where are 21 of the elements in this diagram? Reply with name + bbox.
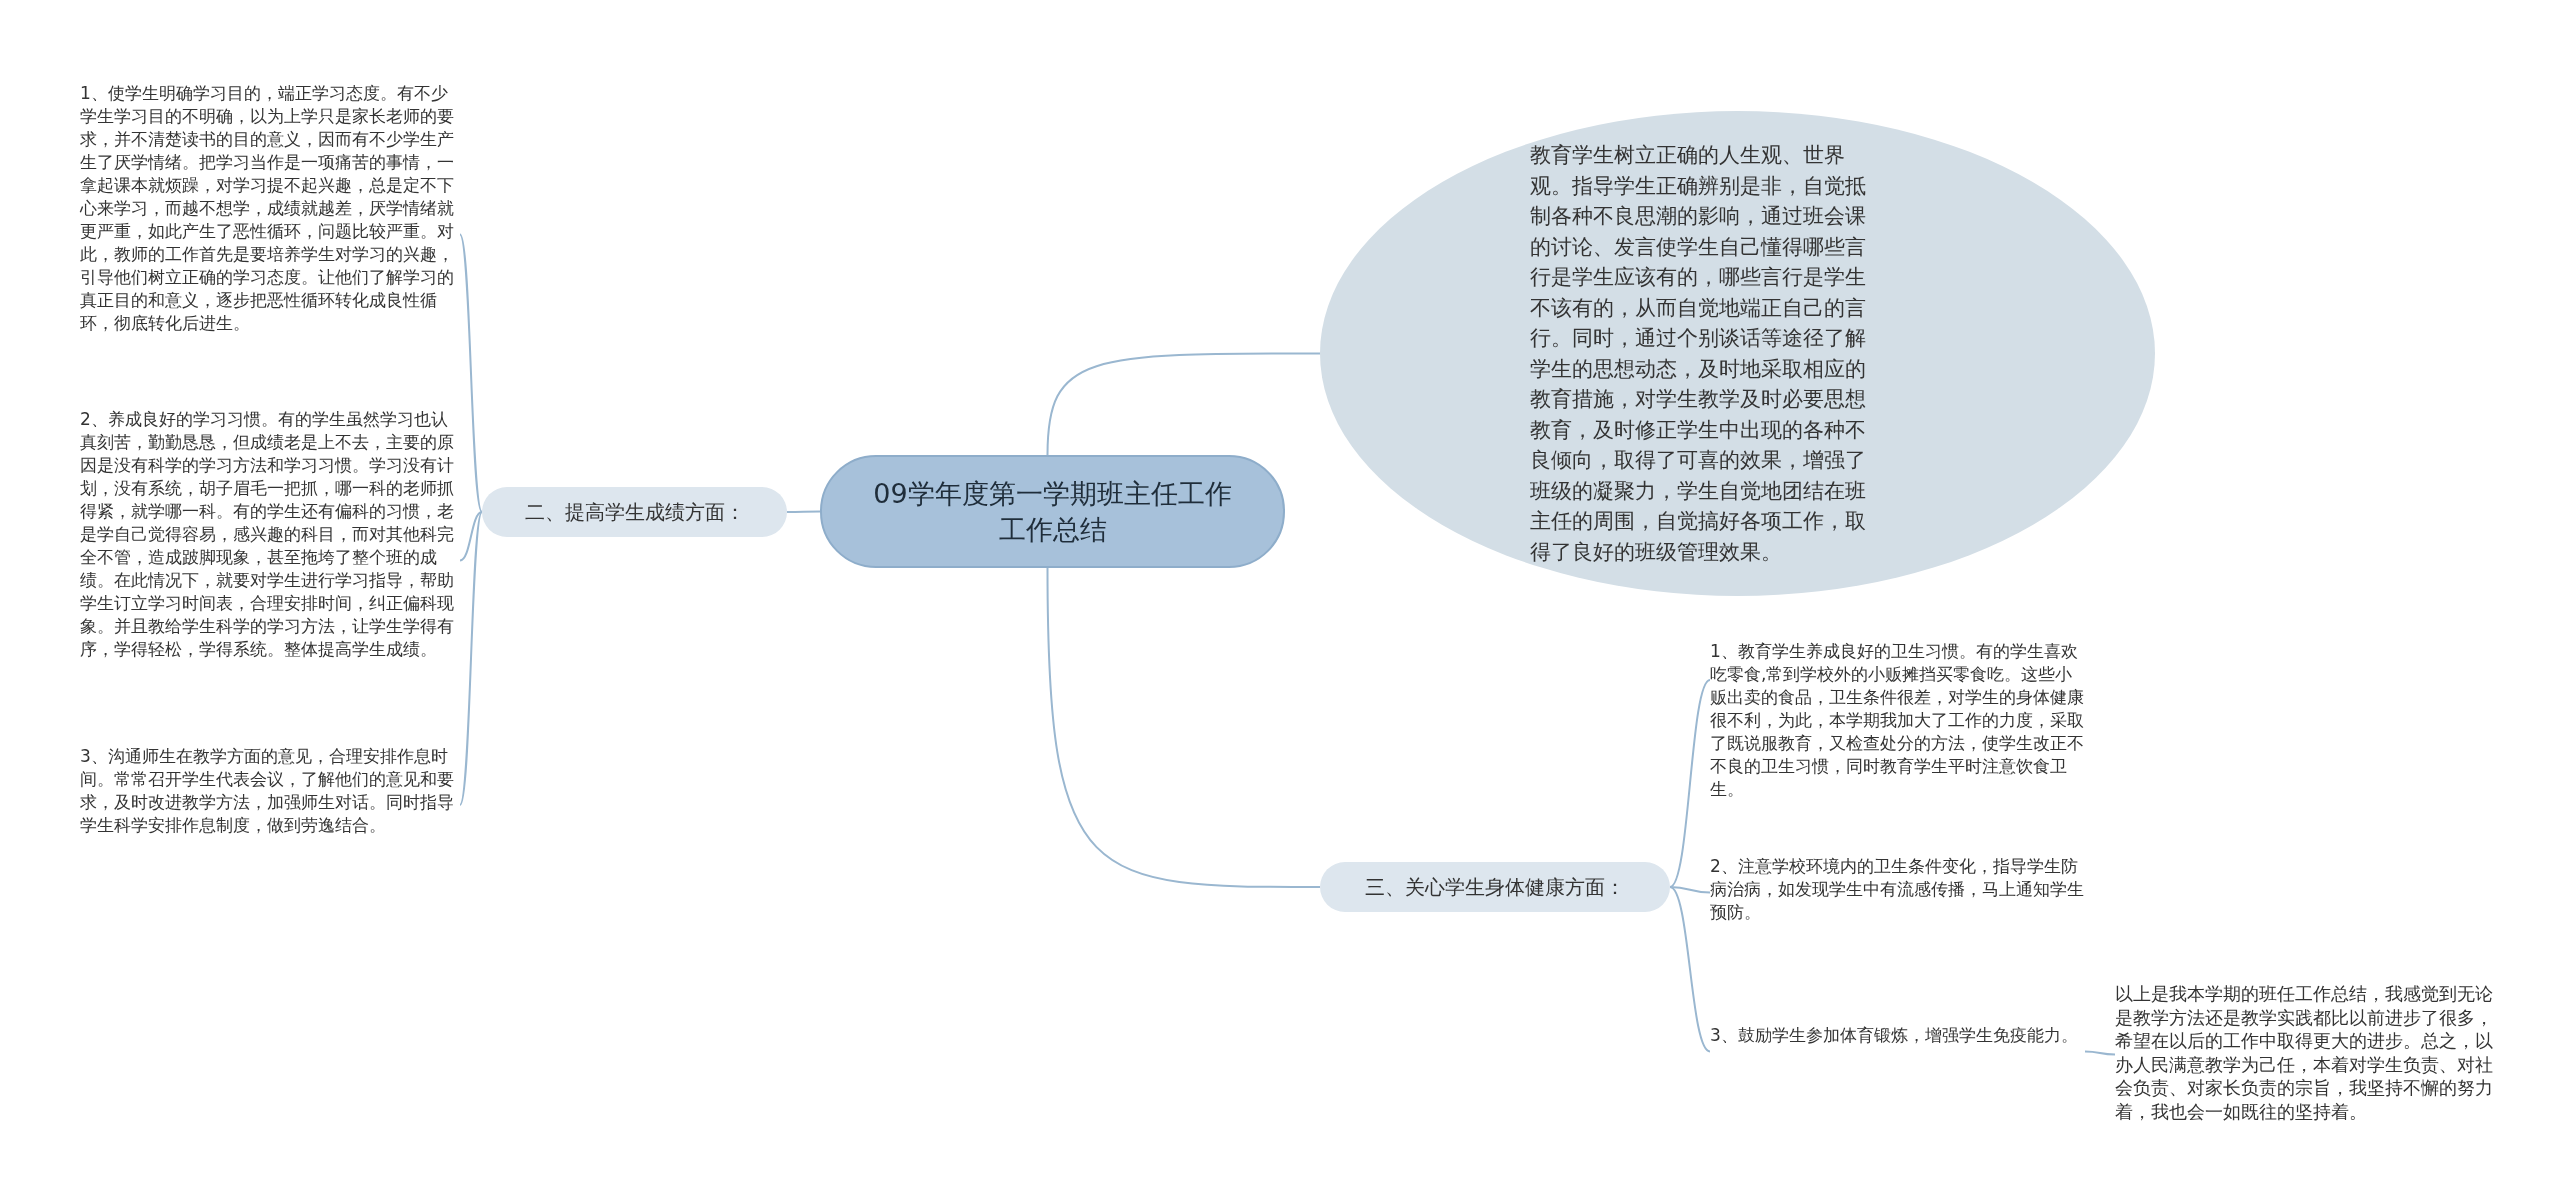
central-topic: 09学年度第一学期班主任工作工作总结 — [820, 455, 1285, 568]
detail-text: 以上是我本学期的班任工作总结，我感觉到无论是教学方法还是教学实践都比以前进步了很多，希望在以后的工作中取得更大的进步。总之，以办人民满意教学为己任，本着对学生负责、对社会负责、对家长负责的宗旨，我坚持不懈的努力着，我也会一如既往的坚持着。 — [2115, 982, 2500, 1127]
connector-line — [786, 510, 821, 513]
detail-text: 1、教育学生养成良好的卫生习惯。有的学生喜欢吃零食,常到学校外的小贩摊挡买零食吃。这些小贩出卖的食品，卫生条件很差，对学生的身体健康很不利，为此，本学期我加大了工作的力度，采取了既说服教育，又检查处分的方法，使学生改正不不良的卫生习惯，同时教育学生平时注意饮食卫生。 — [1710, 640, 2085, 810]
detail-text: 1、使学生明确学习目的，端正学习态度。有不少学生学习目的不明确，以为上学只是家长老师的要求，并不清楚读书的目的意义，因而有不少学生产生了厌学情绪。把学习当作是一项痛苦的事情，一拿起课本就烦躁，对学习提不起兴趣，总是定不下心来学习，而越不想学，成绩就越差，厌学情绪就更严重，如此产生了恶性循环，问题比较严重。对此，教师的工作首先是要培养学生对学习的兴趣，引导他们树立正确的学习态度。让他们了解学习的真正目的和意义，逐步把恶性循环转化成良性循环，彻底转化后进生。 — [80, 82, 460, 387]
topic-text: 教育学生树立正确的人生观、世界观。指导学生正确辨别是非，自觉抵制各种不良思潮的影响，通过班会课的讨论、发言使学生自己懂得哪些言行是学生应该有的，哪些言行是学生不该有的，从而自觉地端正自己的言行。同时，通过个别谈话等途径了解学生的思想动态，及时地采取相应的教育措施，对学生教学及时必要思想教育，及时修正学生中出现的各种不良倾向，取得了可喜的效果，增强了班级的凝聚力，学生自觉地团结在班主任的周围，自觉搞好各项工作，取得了良好的班级管理效果。 — [1530, 142, 1867, 566]
detail-text: 3、鼓励学生参加体育锻炼，增强学生免疫能力。 — [1710, 1024, 2085, 1079]
detail-text: 3、沟通师生在教学方面的意见，合理安排作息时间。常常召开学生代表会议，了解他们的意见和要求，及时改进教学方法，加强师生对话。同时指导学生科学安排作息制度，做到劳逸结合。 — [80, 745, 460, 865]
detail-text: 2、养成良好的学习习惯。有的学生虽然学习也认真刻苦，勤勤恳恳，但成绩老是上不去，主要的原因是没有科学的学习方法和学习习惯。学习没有计划，没有系统，胡子眉毛一把抓，哪一科的老师抓得紧，就学哪一科。有的学生还有偏科的习惯，老是学自己觉得容易，感兴趣的科目，而对其他科完全不管，造成跛脚现象，甚至拖垮了整个班的成绩。在此情况下，就要对学生进行学习指导，帮助学生订立学习时间表，合理安排时间，纠正偏科现象。并且教给学生科学的学习方法，让学生学得有序，学得轻松，学得系统。整体提高学生成绩。 — [80, 408, 460, 713]
connector-line — [1046, 567, 1321, 888]
connector-line — [1669, 679, 1711, 888]
connector-line — [2084, 1050, 2116, 1056]
connector-line — [1046, 352, 1321, 456]
connector-line — [459, 511, 483, 562]
connector-line — [1669, 886, 1711, 894]
connector-line — [1669, 886, 1711, 1053]
connector-line — [459, 233, 483, 513]
branch-topic: 二、提高学生成绩方面： — [482, 487, 787, 537]
connector-line — [459, 511, 483, 806]
branch-topic: 三、关心学生身体健康方面： — [1320, 862, 1670, 912]
detail-text: 2、注意学校环境内的卫生条件变化，指导学生防病治病，如发现学生中有流感传播，马上通知学生预防。 — [1710, 855, 2085, 930]
